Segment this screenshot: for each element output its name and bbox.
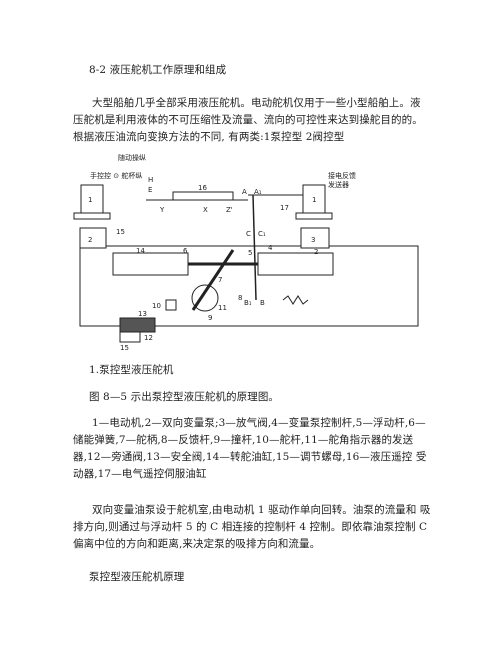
sub-heading: 1.泵控型液压舵机 bbox=[89, 364, 174, 376]
fig-label-B1: B₁ bbox=[244, 299, 252, 307]
fig-label-n1: 1 bbox=[88, 196, 92, 204]
remote-actuator bbox=[172, 191, 234, 201]
pipe-loop bbox=[79, 245, 419, 327]
fig-label-left-control: 手控控 ⊙ 舵杯纵 bbox=[90, 171, 142, 180]
fig-label-H: H bbox=[148, 176, 153, 184]
fig-label-n9: 9 bbox=[208, 314, 212, 322]
right-pump bbox=[300, 227, 330, 249]
indicator-sender bbox=[165, 299, 177, 311]
right-motor-base bbox=[295, 212, 333, 220]
fig-label-n17: 17 bbox=[280, 204, 289, 212]
fig-label-n2b: 2 bbox=[314, 248, 318, 256]
section-title: 8-2 液压舵机工作原理和组成 bbox=[89, 64, 227, 76]
fig-label-n2: 2 bbox=[88, 236, 92, 244]
fig-label-A1: A₁ bbox=[254, 188, 262, 196]
spring bbox=[282, 295, 309, 305]
fig-label-Z: Z' bbox=[226, 206, 233, 214]
bottom-heading: 泵控型液压舵机原理 bbox=[89, 571, 185, 583]
fig-label-Y: Y bbox=[159, 206, 165, 214]
figure-reference: 图 8—5 示出泵控型液压舵机的原理图。 bbox=[89, 391, 280, 403]
fig-label-n13: 13 bbox=[138, 310, 147, 318]
fig-label-n12: 12 bbox=[144, 334, 153, 342]
schematic-figure: 随动操纵 手控控 ⊙ 舵杯纵 接电反馈 发送器 1 2 15 16 17 3 1… bbox=[68, 150, 433, 360]
fig-label-n8: 8 bbox=[238, 294, 242, 302]
fig-label-n1b: 1 bbox=[312, 196, 316, 204]
left-motor-base bbox=[73, 212, 111, 220]
floating-lever bbox=[252, 194, 257, 301]
valve-block bbox=[119, 317, 156, 333]
rudder-stock bbox=[191, 284, 219, 312]
fig-label-right-top-1: 接电反馈 bbox=[328, 171, 356, 180]
bypass-valve bbox=[119, 331, 141, 343]
fig-label-A: A bbox=[242, 188, 247, 196]
right-cylinder bbox=[257, 252, 334, 276]
fig-label-n7: 7 bbox=[218, 276, 222, 284]
intro-paragraph: 大型船舶几乎全部采用液压舵机。电动舵机仅用于一些小型船舶上。液压舵机是利用液体的… bbox=[73, 97, 423, 143]
fig-label-n4: 4 bbox=[268, 244, 273, 252]
fig-label-X: X bbox=[203, 206, 208, 214]
legend-paragraph: 1—电动机,2—双向变量泵;3—放气阀,4—变量泵控制杆,5—浮动杆,6— 储能… bbox=[73, 417, 427, 480]
left-cylinder bbox=[112, 252, 189, 276]
fig-label-n15b: 15 bbox=[120, 344, 129, 352]
tiller bbox=[191, 249, 235, 311]
fig-label-C1: C₁ bbox=[258, 230, 266, 238]
fig-label-n10: 10 bbox=[152, 302, 161, 310]
fig-label-n6: 6 bbox=[183, 247, 188, 255]
hydraulic-steering-schematic: 随动操纵 手控控 ⊙ 舵杯纵 接电反馈 发送器 1 2 15 16 17 3 1… bbox=[73, 153, 419, 352]
fig-label-n3: 3 bbox=[311, 236, 315, 244]
fig-label-right-top-2: 发送器 bbox=[328, 180, 349, 189]
fig-label-top-left: 随动操纵 bbox=[118, 153, 146, 162]
fig-label-n15: 15 bbox=[116, 228, 125, 236]
left-pump bbox=[79, 227, 107, 249]
fig-label-n5: 5 bbox=[248, 249, 252, 257]
fig-label-n16: 16 bbox=[198, 184, 207, 192]
fig-label-C: C bbox=[246, 230, 251, 238]
fig-label-n14: 14 bbox=[136, 247, 145, 255]
fig-label-E: E bbox=[148, 186, 152, 194]
fig-label-n11: 11 bbox=[218, 304, 227, 312]
fig-label-B: B bbox=[260, 299, 265, 307]
description-paragraph: 双向变量油泵设于舵机室,由电动机 1 驱动作单向回转。油泵的流量和 吸排方向,则… bbox=[73, 504, 431, 550]
